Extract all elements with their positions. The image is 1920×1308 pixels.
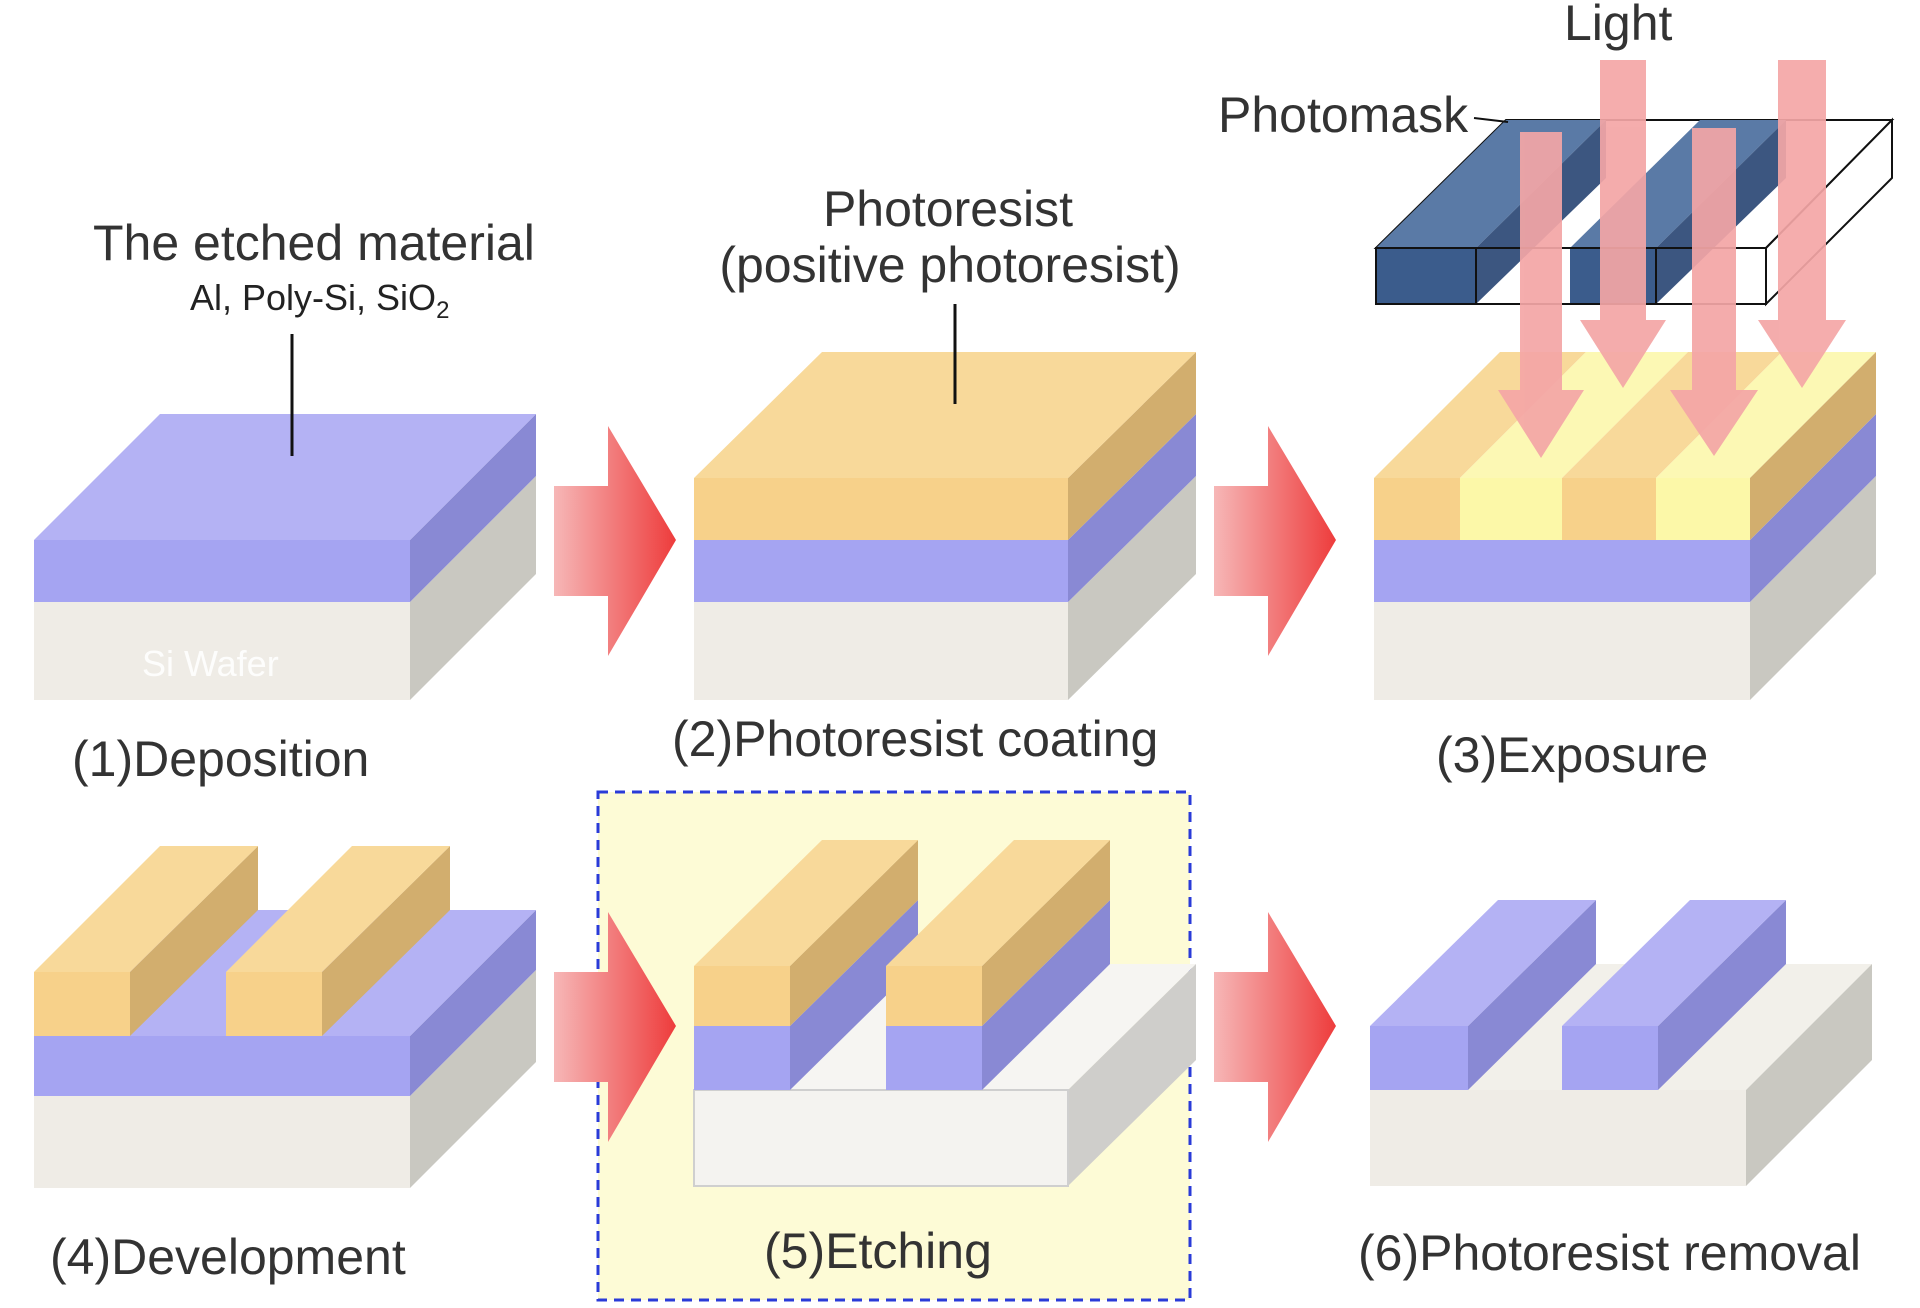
process-arrow-3 [554, 912, 676, 1142]
process-arrow-2 [1214, 426, 1336, 656]
resist-top [226, 846, 450, 972]
si-wafer-side [1068, 964, 1196, 1186]
film-front [694, 540, 1068, 602]
resist-side [322, 846, 450, 1036]
mask-front-outline [1375, 247, 1767, 305]
film-front [886, 1026, 982, 1090]
film-top [1562, 900, 1786, 1026]
si-wafer-side [410, 970, 536, 1188]
si-wafer-side [410, 476, 536, 700]
si-wafer-front [1374, 602, 1750, 700]
step-label-exposure: (3)Exposure [1436, 727, 1708, 783]
si-wafer-front [34, 602, 410, 700]
resist-front [34, 972, 130, 1036]
exposed-resist-front [1656, 478, 1750, 540]
film-front [34, 1036, 410, 1096]
etched-material-examples-subscript: 2 [436, 297, 449, 324]
film-side [1468, 900, 1596, 1090]
si-wafer-front [694, 602, 1068, 700]
resist-top [34, 846, 258, 972]
etched-material-examples-main: Al, Poly-Si, SiO [190, 277, 436, 318]
si-wafer-label: Si Wafer [142, 643, 279, 684]
si-wafer-front [693, 1089, 1069, 1187]
resist-side [982, 840, 1110, 1026]
exposed-resist-top [1460, 352, 1688, 478]
resist-top [886, 840, 1110, 966]
film-side [1658, 900, 1786, 1090]
step3-exposure-block [1374, 352, 1876, 700]
film-side [1750, 414, 1876, 602]
process-arrow-1 [554, 426, 676, 656]
resist-side [1068, 352, 1196, 540]
unexposed-resist-front [1562, 478, 1656, 540]
resist-top [694, 840, 918, 966]
film-front [34, 540, 410, 602]
film-front [1370, 1026, 1468, 1090]
si-wafer-side [1750, 476, 1876, 700]
etched-material-examples: Al, Poly-Si, SiO2 [190, 277, 449, 324]
film-side [1068, 414, 1196, 602]
resist-front [694, 966, 790, 1026]
step-label-etching: (5)Etching [764, 1223, 992, 1279]
light-arrow [1758, 60, 1846, 388]
resist-side [1750, 352, 1876, 540]
step2-coating-block [694, 352, 1196, 700]
light-arrow [1498, 132, 1584, 458]
photomask-leader-line [1473, 117, 1509, 123]
resist-side [790, 840, 918, 1026]
film-side [410, 910, 536, 1096]
step5-etching-block [693, 840, 1196, 1187]
resist-front [226, 972, 322, 1036]
film-top [1370, 900, 1596, 1026]
etched-material-label: The etched material [93, 215, 535, 271]
step-label-photoresist-coating: (2)Photoresist coating [672, 711, 1158, 767]
light-arrow [1670, 128, 1758, 456]
film-front [694, 1026, 790, 1090]
film-front [1562, 1026, 1658, 1090]
step-label-development: (4)Development [50, 1229, 406, 1285]
resist-front [694, 478, 1068, 540]
si-wafer-front [34, 1096, 410, 1188]
process-arrow-4 [1214, 912, 1336, 1142]
resist-front [886, 966, 982, 1026]
step6-removal-block [1370, 900, 1872, 1186]
resist-side [130, 846, 258, 1036]
si-wafer-side [1746, 964, 1872, 1186]
photoresist-label: Photoresist [823, 181, 1073, 237]
film-front [1374, 540, 1750, 602]
step4-development-block [34, 846, 536, 1188]
film-top [34, 414, 536, 540]
mask-opaque-bar-front [1376, 248, 1476, 304]
resist-top [694, 352, 1196, 478]
si-wafer-front [1370, 1090, 1746, 1186]
film-side [790, 900, 918, 1090]
photomask-label: Photomask [1218, 87, 1469, 143]
light-arrow [1580, 60, 1666, 388]
photoresist-type-label: (positive photoresist) [719, 237, 1180, 293]
si-wafer-side [1068, 476, 1196, 700]
unexposed-resist-front [1374, 478, 1460, 540]
exposed-resist-front [1460, 478, 1562, 540]
step-label-deposition: (1)Deposition [72, 731, 369, 787]
film-side [982, 900, 1110, 1090]
film-side [410, 414, 536, 602]
step1-deposition-block: Si Wafer [34, 414, 536, 700]
light-arrows [1498, 60, 1846, 458]
light-label: Light [1564, 0, 1673, 51]
step-label-photoresist-removal: (6)Photoresist removal [1358, 1225, 1861, 1281]
